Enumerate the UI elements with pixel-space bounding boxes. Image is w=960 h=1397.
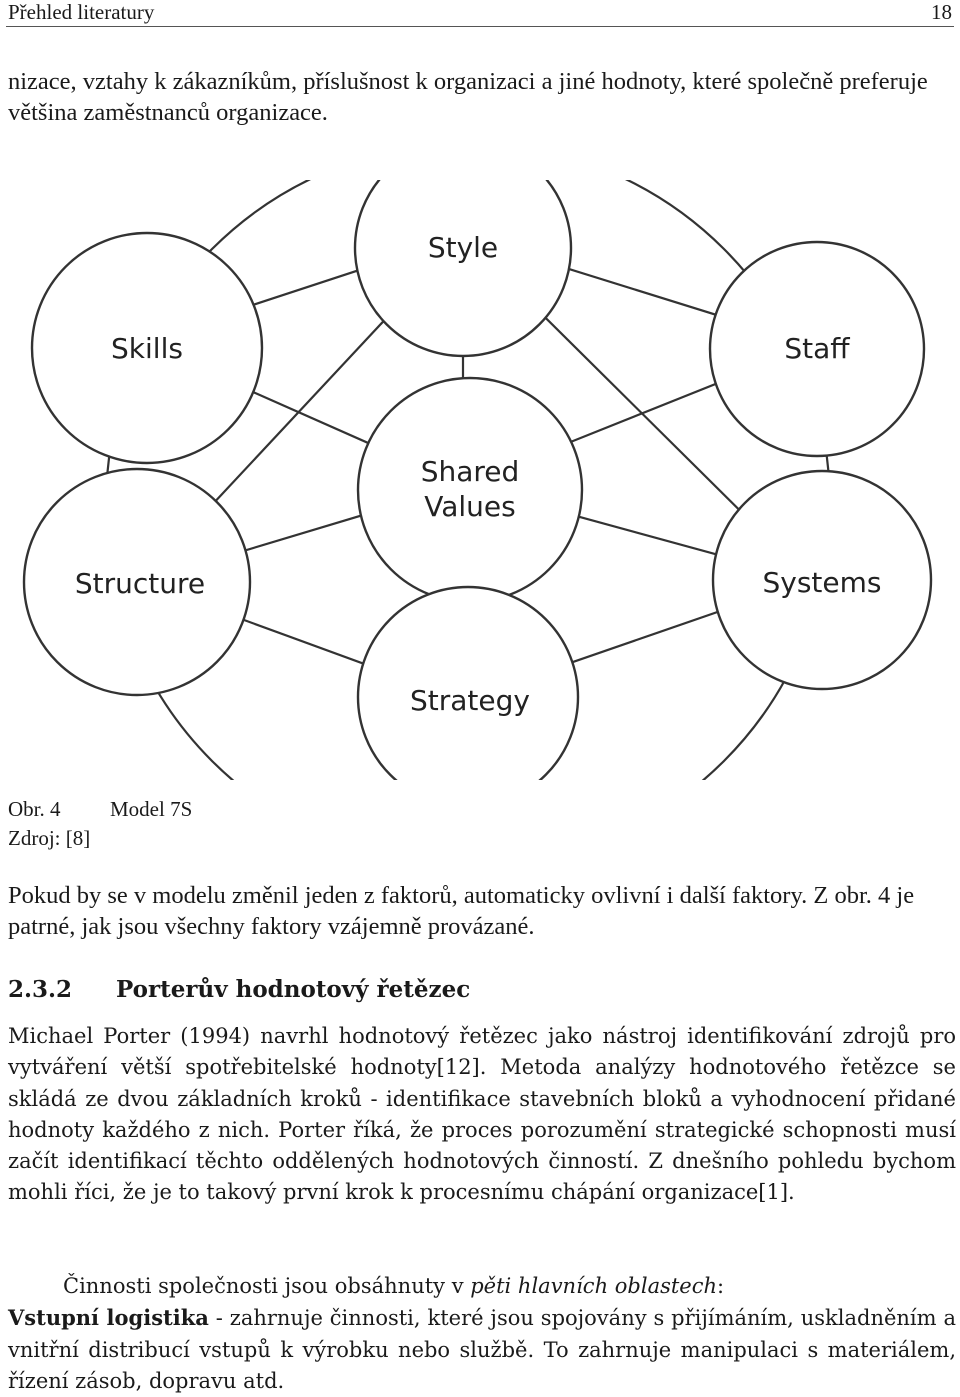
label-skills: Skills bbox=[111, 332, 183, 365]
section-heading: 2.3.2 Porterův hodnotový řetězec bbox=[8, 974, 948, 1006]
lead-emphasis: pěti hlavních oblastech bbox=[470, 1274, 718, 1298]
node-structure bbox=[22, 467, 252, 697]
label-staff: Staff bbox=[784, 332, 850, 365]
paragraph-4-lead: Činnosti společnosti jsou obsáhnuty v pě… bbox=[63, 1274, 725, 1298]
node-strategy bbox=[356, 585, 580, 780]
label-systems: Systems bbox=[763, 566, 882, 599]
term-definition: - zahrnuje činnosti, které jsou spojován… bbox=[8, 1306, 956, 1393]
section-title: Porterův hodnotový řetězec bbox=[116, 976, 471, 1003]
term-inbound-logistics: Vstupní logistika bbox=[8, 1305, 209, 1331]
running-header-title: Přehled literatury bbox=[8, 0, 155, 24]
page-header: Přehled literatury 18 bbox=[6, 0, 954, 27]
paragraph-4: Činnosti společnosti jsou obsáhnuty v pě… bbox=[8, 1271, 956, 1397]
label-style: Style bbox=[428, 231, 498, 264]
label-values: Values bbox=[424, 490, 515, 523]
section-number: 2.3.2 bbox=[8, 976, 73, 1003]
node-skills bbox=[30, 231, 264, 465]
label-shared: Shared bbox=[421, 455, 520, 488]
caption-title: Model 7S bbox=[110, 797, 193, 821]
caption-source: Zdroj: [8] bbox=[8, 826, 91, 850]
figure-caption: Obr. 4 Model 7S Zdroj: [8] bbox=[8, 795, 192, 853]
page-number: 18 bbox=[931, 0, 952, 24]
caption-line: Obr. 4 Model 7S bbox=[8, 795, 192, 824]
model-7s-diagram: Style Skills Staff Shared Values Structu… bbox=[22, 180, 933, 780]
caption-label: Obr. 4 bbox=[8, 797, 61, 821]
node-style bbox=[353, 180, 573, 358]
paragraph-3: Michael Porter (1994) navrhl hodnotový ř… bbox=[8, 1024, 956, 1205]
node-staff bbox=[708, 240, 926, 458]
label-strategy: Strategy bbox=[410, 684, 530, 717]
node-systems bbox=[711, 469, 933, 691]
paragraph-2: Pokud by se v modelu změnil jeden z fakt… bbox=[8, 882, 915, 940]
label-structure: Structure bbox=[75, 567, 205, 600]
intro-paragraph: nizace, vztahy k zákazníkům, příslušnost… bbox=[8, 68, 928, 126]
